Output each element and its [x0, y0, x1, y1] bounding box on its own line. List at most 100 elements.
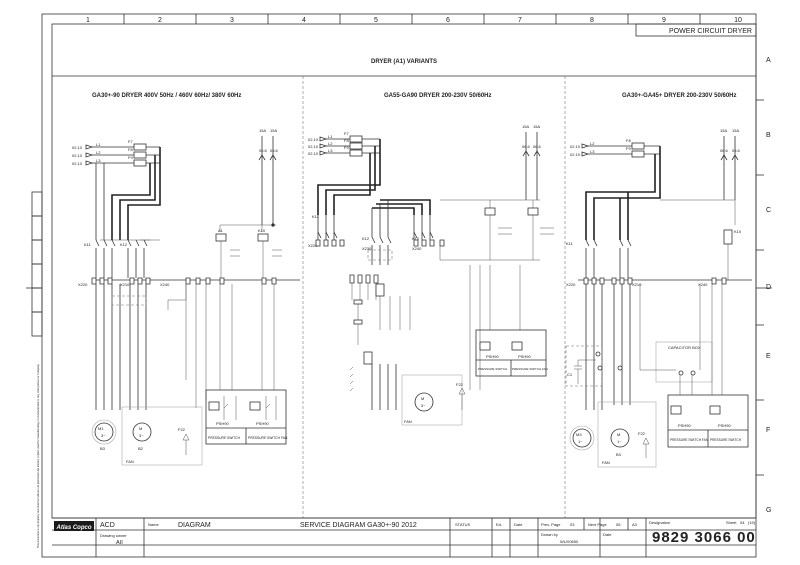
- motor-tag: 3~: [421, 403, 426, 408]
- name-label: Name: [148, 522, 159, 527]
- motor-name: M: [139, 426, 142, 431]
- pressure-switch-id: PSH90: [216, 421, 229, 426]
- terminal-ref: 02.10: [72, 145, 83, 150]
- fuse-label: F7: [344, 131, 349, 136]
- fan-label: FAN: [404, 419, 412, 424]
- pressure-switch-label: PRESSURE SWITCH: [208, 436, 241, 440]
- signal-label: 06.6: [732, 148, 741, 153]
- owner-value: AII: [116, 540, 123, 546]
- section-2-title: GA55-GA90 DRYER 200-230V 50/60Hz: [384, 93, 492, 99]
- column-label: 3: [230, 17, 234, 24]
- fuse-label: F8: [128, 147, 133, 152]
- section-3-circuit: GA30+-GA45+ DRYER 200-230V 50/60Hz 02.10…: [565, 93, 752, 468]
- variants-title: DRYER (A1) VARIANTS: [371, 59, 437, 65]
- signal-label: 06.6: [270, 148, 279, 153]
- row-ruler: A B C D E F G: [756, 57, 771, 514]
- pressure-switch-id: PSH90: [718, 423, 731, 428]
- terminal-ref: 02.10: [72, 161, 83, 166]
- section-2-circuit: GA55-GA90 DRYER 200-230V 50/60Hz 02.10 0…: [308, 93, 554, 426]
- phase-label: L1: [328, 134, 333, 139]
- column-label: 6: [446, 17, 450, 24]
- row-label: E: [766, 353, 771, 360]
- row-label: G: [766, 507, 771, 514]
- prev-page-label: Prev. Page: [541, 522, 561, 527]
- pressure-switch-label: PRESSURE SWITCH FAN: [670, 438, 709, 442]
- contactor-label: K10: [412, 236, 420, 241]
- company-logo: [54, 521, 94, 531]
- motor-name: M3: [576, 432, 582, 437]
- name-value: DIAGRAM: [178, 522, 211, 529]
- phase-label: L2: [590, 141, 595, 146]
- motor-tag: 1~: [617, 439, 622, 444]
- sheet-label: Sheet: [726, 520, 737, 525]
- motor-tag: 3~: [139, 433, 144, 438]
- column-label: 10: [734, 17, 742, 24]
- pressure-switch-label: PRESSURE SWITCH: [478, 367, 507, 371]
- strip-label: X220: [78, 282, 88, 287]
- column-ruler: 1 2 3 4 5 6 7 8 9 10: [86, 14, 742, 24]
- pressure-switch-label: PRESSURE SWITCH: [710, 438, 742, 442]
- terminal-ref: 02.10: [570, 152, 581, 157]
- motor-ref: B3: [616, 452, 622, 457]
- fuse-label: F9: [344, 145, 349, 150]
- strip-label: X210: [632, 282, 642, 287]
- strip-label: X220: [308, 243, 318, 248]
- thermal-label: F22: [638, 431, 646, 436]
- signal-label: 15A: [522, 124, 529, 129]
- description: SERVICE DIAGRAM GA30+-90 2012: [300, 522, 417, 529]
- terminal-ref: 02.10: [308, 137, 319, 142]
- row-label: D: [766, 284, 771, 291]
- phase-label: L3: [590, 149, 595, 154]
- column-label: 7: [518, 17, 522, 24]
- pressure-switch-label: PRESSURE SWITCH FAN: [248, 436, 288, 440]
- date-label: Date: [514, 522, 523, 527]
- prev-page-value: 03: [570, 522, 575, 527]
- contactor-label: K12: [362, 236, 370, 241]
- contactor-label: K12: [120, 242, 128, 247]
- column-label: 9: [662, 17, 666, 24]
- fuse-label: F8: [626, 138, 631, 143]
- fuse-label: F8: [344, 138, 349, 143]
- strip-label: X230: [362, 246, 372, 251]
- pressure-switch-label: PRESSURE SWITCH FAN: [512, 367, 548, 371]
- doc-code: ACD: [100, 522, 115, 529]
- terminal-ref: 02.10: [308, 151, 319, 156]
- strip-label: X220: [566, 282, 576, 287]
- signal-label: 15A: [259, 128, 266, 133]
- strip-label: X240: [698, 282, 708, 287]
- motor-tag: 1~: [578, 439, 583, 444]
- phase-label: L3: [96, 158, 101, 163]
- fan-label: FAN: [602, 460, 610, 465]
- column-label: 2: [158, 17, 162, 24]
- company-name: Atlas Copco: [55, 525, 91, 531]
- contactor-label: K11: [566, 241, 574, 246]
- phase-label: L3: [328, 148, 333, 153]
- drawn-value: WUX0650: [560, 539, 579, 544]
- motor-tag: 3~: [101, 433, 106, 438]
- contactor-label: K11: [84, 242, 92, 247]
- contactor-label: K10: [734, 229, 742, 234]
- signal-label: 15A: [270, 128, 277, 133]
- strip-label: X240: [160, 282, 170, 287]
- thermal-label: F22: [178, 427, 186, 432]
- date2-label: Date: [603, 532, 612, 537]
- ed-label: Ed.: [496, 522, 502, 527]
- sheet-title-box: [635, 23, 757, 37]
- copyright-note: This document is our property and shall …: [36, 364, 40, 548]
- fan-label: FAN: [126, 459, 134, 464]
- signal-label: 15A: [533, 124, 540, 129]
- paper-format: A3: [632, 522, 638, 527]
- sheet-title: POWER CIRCUIT DRYER: [669, 28, 752, 35]
- terminal-ref: 02.10: [570, 144, 581, 149]
- signal-label: 06.6: [259, 148, 268, 153]
- motor-name: M: [617, 432, 620, 437]
- strip-label: X210: [120, 282, 130, 287]
- row-label: B: [766, 132, 771, 139]
- row-label: A: [766, 57, 771, 64]
- signal-label: 15A: [732, 128, 739, 133]
- sheet-of: (19): [748, 520, 756, 525]
- fuse-label: F9: [626, 146, 631, 151]
- pressure-switch-id: PSH90: [518, 354, 531, 359]
- terminal-ref: 02.10: [308, 144, 319, 149]
